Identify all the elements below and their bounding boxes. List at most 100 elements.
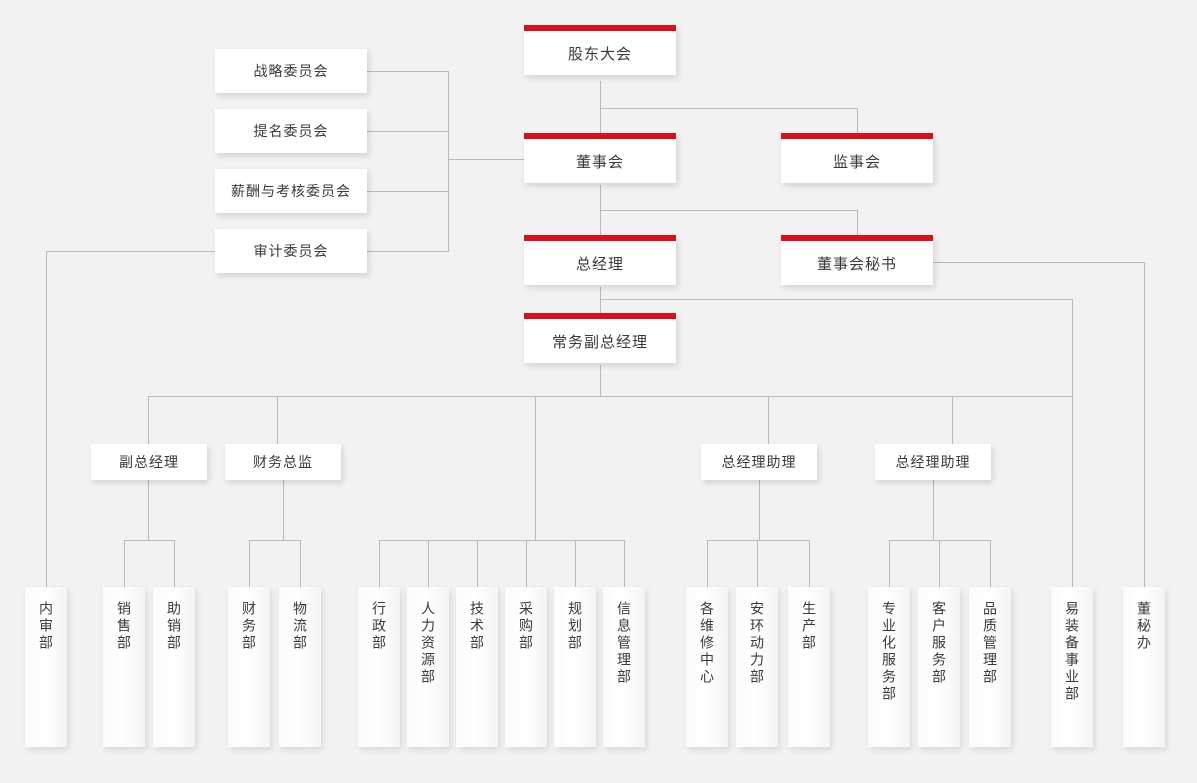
node-board-of-supervisors[interactable]: 监事会 — [781, 133, 933, 183]
node-dept-planning[interactable]: 规划部 — [554, 587, 596, 747]
connector-deputy-gm-down — [148, 479, 149, 541]
node-label: 股东大会 — [567, 45, 632, 63]
node-label: 专业化服务部 — [881, 601, 898, 703]
connector-main-bus — [148, 396, 1073, 397]
node-label: 总经理 — [575, 255, 624, 273]
node-dept-professional-service[interactable]: 专业化服务部 — [868, 587, 910, 747]
node-label: 董事会 — [575, 153, 624, 171]
connector-gm-right-bus — [600, 299, 1072, 300]
node-dept-maintenance-centers[interactable]: 各维修中心 — [686, 587, 728, 747]
node-committee-nomination[interactable]: 提名委员会 — [215, 109, 367, 153]
connector-exec-deputy-down — [600, 365, 601, 397]
connector-bus-drop-assistant-2 — [952, 396, 953, 445]
node-gm-assistant-2[interactable]: 总经理助理 — [875, 444, 991, 480]
bracket-cfo — [249, 540, 301, 541]
connector-bus-drop-deputy-gm — [148, 396, 149, 445]
bracket-assistant-2 — [889, 540, 991, 541]
node-dept-production[interactable]: 生产部 — [788, 587, 830, 747]
node-dept-safety-power[interactable]: 安环动力部 — [736, 587, 778, 747]
node-gm-assistant-1[interactable]: 总经理助理 — [701, 444, 817, 480]
node-label: 生产部 — [801, 601, 818, 652]
node-deputy-gm[interactable]: 副总经理 — [91, 444, 207, 480]
connector-board-down — [600, 185, 601, 237]
node-label: 提名委员会 — [253, 123, 329, 139]
node-label: 规划部 — [567, 601, 584, 652]
connector-bus-drop-center — [535, 396, 536, 540]
connector-internal-audit-drop — [46, 251, 47, 587]
node-dept-procurement[interactable]: 采购部 — [505, 587, 547, 747]
node-dept-customer-service[interactable]: 客户服务部 — [918, 587, 960, 747]
node-label: 行政部 — [371, 601, 388, 652]
node-label: 物流部 — [292, 601, 309, 652]
node-label: 安环动力部 — [749, 601, 766, 686]
bracket-deputy-gm — [124, 540, 174, 541]
connector-sales-support-drop — [174, 540, 175, 587]
node-label: 副总经理 — [119, 454, 179, 470]
connector-technology-drop — [477, 540, 478, 587]
connector-hr-drop — [428, 540, 429, 587]
connector-logistics-drop — [300, 540, 301, 587]
node-label: 信息管理部 — [616, 601, 633, 686]
connector-safety-power-drop — [757, 540, 758, 587]
node-label: 董事会秘书 — [816, 255, 897, 273]
node-label: 董秘办 — [1136, 601, 1153, 652]
connector-assistant-2-down — [933, 479, 934, 541]
connector-board-secretary-down — [857, 210, 858, 237]
node-dept-administration[interactable]: 行政部 — [358, 587, 400, 747]
node-label: 薪酬与考核委员会 — [231, 183, 351, 199]
connector-bus-drop-cfo — [277, 396, 278, 445]
connector-planning-drop — [575, 540, 576, 587]
connector-committee-strategy — [367, 71, 449, 72]
connector-gm-down — [600, 287, 601, 317]
node-general-manager[interactable]: 总经理 — [524, 235, 676, 285]
node-label: 常务副总经理 — [551, 333, 648, 351]
node-label: 人力资源部 — [420, 601, 437, 686]
connector-assistant-1-down — [759, 479, 760, 541]
node-label: 品质管理部 — [982, 601, 999, 686]
node-committee-compensation[interactable]: 薪酬与考核委员会 — [215, 169, 367, 213]
connector-equipment-division-drop — [1072, 299, 1073, 587]
node-label: 采购部 — [518, 601, 535, 652]
node-label: 审计委员会 — [253, 243, 329, 259]
node-committee-audit[interactable]: 审计委员会 — [215, 229, 367, 273]
node-dept-finance[interactable]: 财务部 — [228, 587, 270, 747]
node-committee-strategy[interactable]: 战略委员会 — [215, 49, 367, 93]
connector-quality-drop — [990, 540, 991, 587]
node-dept-quality-mgmt[interactable]: 品质管理部 — [969, 587, 1011, 747]
bracket-center-departments — [379, 540, 624, 541]
node-label: 技术部 — [469, 601, 486, 652]
node-label: 各维修中心 — [699, 601, 716, 686]
node-label: 助销部 — [166, 601, 183, 652]
node-dept-human-resources[interactable]: 人力资源部 — [407, 587, 449, 747]
node-dept-sales-support[interactable]: 助销部 — [153, 587, 195, 747]
connector-supervisors-down — [857, 108, 858, 135]
connector-professional-service-drop — [889, 540, 890, 587]
node-label: 易装备事业部 — [1064, 601, 1081, 703]
node-dept-internal-audit[interactable]: 内审部 — [25, 587, 67, 747]
node-label: 销售部 — [116, 601, 133, 652]
connector-maintenance-drop — [707, 540, 708, 587]
node-label: 战略委员会 — [253, 63, 329, 79]
connector-procurement-drop — [526, 540, 527, 587]
node-dept-sales[interactable]: 销售部 — [103, 587, 145, 747]
connector-secretary-right — [933, 262, 1144, 263]
node-cfo[interactable]: 财务总监 — [225, 444, 341, 480]
connector-info-drop — [624, 540, 625, 587]
node-board-secretary[interactable]: 董事会秘书 — [781, 235, 933, 285]
connector-committee-compensation — [367, 191, 449, 192]
node-label: 客户服务部 — [931, 601, 948, 686]
connector-cfo-down — [283, 479, 284, 541]
node-dept-secretary-office[interactable]: 董秘办 — [1123, 587, 1165, 747]
node-shareholders-meeting[interactable]: 股东大会 — [524, 25, 676, 75]
node-dept-logistics[interactable]: 物流部 — [279, 587, 321, 747]
connector-committee-spine — [448, 71, 449, 251]
connector-bus-drop-assistant-1 — [768, 396, 769, 445]
connector-committee-nomination — [367, 131, 449, 132]
node-board-of-directors[interactable]: 董事会 — [524, 133, 676, 183]
node-executive-deputy-gm[interactable]: 常务副总经理 — [524, 313, 676, 363]
node-label: 总经理助理 — [895, 454, 971, 470]
node-label: 监事会 — [832, 153, 881, 171]
node-dept-information-mgmt[interactable]: 信息管理部 — [603, 587, 645, 747]
node-dept-technology[interactable]: 技术部 — [456, 587, 498, 747]
node-dept-equipment-division[interactable]: 易装备事业部 — [1051, 587, 1093, 747]
